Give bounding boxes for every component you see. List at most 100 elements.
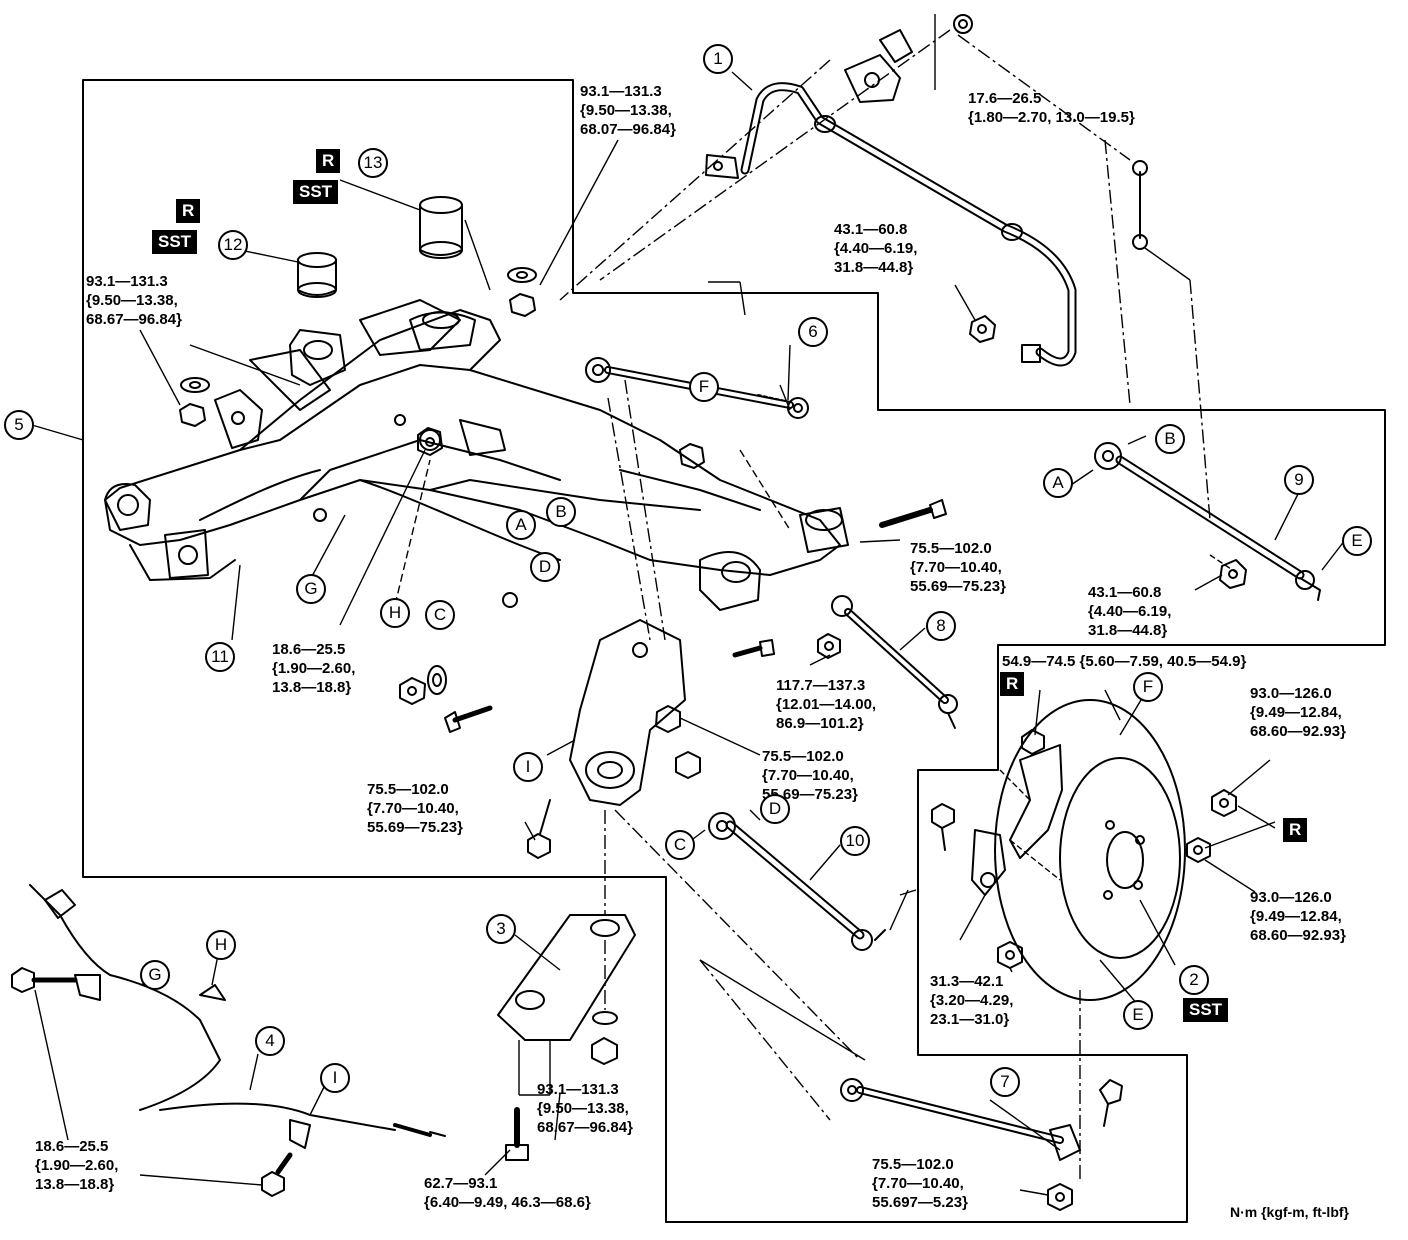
crossmember-washer-left [180,377,210,393]
upper-arm-bolt [732,639,775,658]
callout-letter-d-crossmember: D [530,552,560,582]
callout-letter-a-crossmember: A [506,510,536,540]
torque-crossmember-front: 93.1—131.3 {9.50—13.38, 68.07—96.84} [580,83,676,138]
callout-letter-h-cable: H [206,930,236,960]
hub-nut-lower [1186,837,1211,863]
bracket3-washer [592,1011,618,1025]
callout-letter-c-crossmember: C [425,600,455,630]
brake-disc [994,699,1186,1001]
callout-letter-a: A [1043,468,1073,498]
crossmember-nut [509,293,536,317]
callout-letter-f: F [689,372,719,402]
callout-part-1: 1 [703,44,733,74]
torque-stabilizer-link: 17.6—26.5 {1.80—2.70, 13.0—19.5} [968,90,1135,126]
caliper-nut [997,941,1023,969]
hub-bolt [1021,729,1045,755]
torque-hub-nut-lower: 93.0—126.0 {9.49—12.84, 68.60—92.93} [1250,889,1346,944]
knuckle [569,551,761,806]
torque-trailing-arm-link: 75.5—102.0 {7.70—10.40, 55.697—5.23} [872,1156,968,1211]
cable-bolt-lower [261,1152,293,1197]
callout-part-4: 4 [255,1026,285,1056]
trailing-link-nut [1219,559,1247,589]
lateral-link [708,812,886,951]
units-label: N·m {kgf-m, ft-lbf} [1230,1204,1349,1220]
replace-tag-13: R [316,149,341,173]
lower-arm-bolt [879,499,947,528]
torque-bracket-bolt: 18.6—25.5 {1.90—2.60, 13.8—18.8} [272,641,356,696]
bracket3-nut [591,1037,618,1065]
bracket3-bolt [505,1107,529,1161]
stabilizer-bar [705,82,1077,367]
nut-upper-mount [679,443,705,469]
torque-trailing-link-nut: 43.1—60.8 {4.40—6.19, 31.8—44.8} [1088,584,1172,639]
callout-letter-h: H [380,598,410,628]
callout-letter-i-cable: I [320,1063,350,1093]
callout-part-12: 12 [218,230,248,260]
crossmember-bracket [214,389,263,449]
replace-tag-12: R [176,199,201,223]
callout-part-7: 7 [990,1067,1020,1097]
callout-letter-c: C [665,830,695,860]
stabilizer-link [1132,160,1148,250]
crossmember-washer [507,267,537,283]
torque-crossmember-left: 93.1—131.3 {9.50—13.38, 68.67—96.84} [86,273,182,328]
trailing-link [1094,442,1321,601]
callout-part-10: 10 [840,826,870,856]
lower-arm [831,595,958,729]
callout-letter-b: B [1155,424,1185,454]
trailing-arm-bolt [1099,1079,1123,1127]
torque-bracket3-bolt: 62.7—93.1 {6.40—9.49, 46.3—68.6} [424,1175,591,1211]
stabilizer-bracket-nut [969,315,996,343]
parking-brake-cable [29,884,446,1149]
torque-hub-bolt: 54.9—74.5 {5.60—7.59, 40.5—54.9} [1002,653,1247,670]
hub-nut-upper [1211,789,1237,817]
callout-part-5: 5 [4,410,34,440]
knuckle-nut-lower [675,751,701,779]
cable-bolt-left [11,967,78,993]
torque-cable-bolt: 18.6—25.5 {1.90—2.60, 13.8—18.8} [35,1138,119,1193]
torque-hub-nut-upper: 93.0—126.0 {9.49—12.84, 68.60—92.93} [1250,685,1346,740]
callout-part-6: 6 [798,317,828,347]
callout-letter-i: I [513,752,543,782]
callout-part-11: 11 [205,642,235,672]
crossmember-mount-left [289,329,346,386]
upper-arm-nut [817,633,841,659]
trailing-arm-nut [1047,1183,1073,1211]
torque-bracket3-nut: 93.1—131.3 {9.50—13.38, 68.67—96.84} [537,1081,633,1136]
sst-tag-part-2: SST [1183,998,1229,1022]
bracket-bolt [444,705,493,733]
replace-tag-hub-bolt: R [1000,672,1025,696]
callout-letter-e: E [1342,526,1372,556]
stabilizer-bracket [844,29,913,103]
crossmember-mount-right [409,311,476,351]
knuckle-nut [655,705,681,733]
crossmember-bushing-lower [297,252,337,298]
sst-tag-12: SST [152,230,198,254]
caliper-bolt [931,803,955,851]
torque-lower-arm-bolt: 75.5—102.0 {7.70—10.40, 55.69—75.23} [910,540,1006,595]
callout-letter-b-crossmember: B [546,497,576,527]
crossmember-lower-bracket [497,914,636,1041]
callout-letter-f-disc: F [1133,672,1163,702]
callout-part-13: 13 [358,148,388,178]
torque-knuckle-nut: 75.5—102.0 {7.70—10.40, 55.69—75.23} [762,748,858,803]
crossmember-nut-left [179,403,206,427]
bracket-nut-washer [399,665,447,705]
callout-part-9: 9 [1284,465,1314,495]
callout-letter-g: G [296,574,326,604]
torque-caliper: 31.3—42.1 {3.20—4.29, 23.1—31.0} [930,973,1014,1028]
callout-letter-g-cable: G [140,960,170,990]
torque-upper-arm-nut: 117.7—137.3 {12.01—14.00, 86.9—101.2} [776,677,877,732]
sst-tag-13: SST [293,180,339,204]
knuckle-bolt [527,799,551,859]
torque-knuckle-bolt: 75.5—102.0 {7.70—10.40, 55.69—75.23} [367,781,463,836]
callout-letter-d: D [760,794,790,824]
callout-part-3: 3 [486,914,516,944]
crossmember-group-outline [82,79,1386,1223]
callout-letter-e-disc: E [1123,1000,1153,1030]
callout-part-8: 8 [926,611,956,641]
callout-part-2: 2 [1179,965,1209,995]
torque-stabilizer-bracket: 43.1—60.8 {4.40—6.19, 31.8—44.8} [834,221,918,276]
trailing-arm-link [840,1078,1081,1161]
